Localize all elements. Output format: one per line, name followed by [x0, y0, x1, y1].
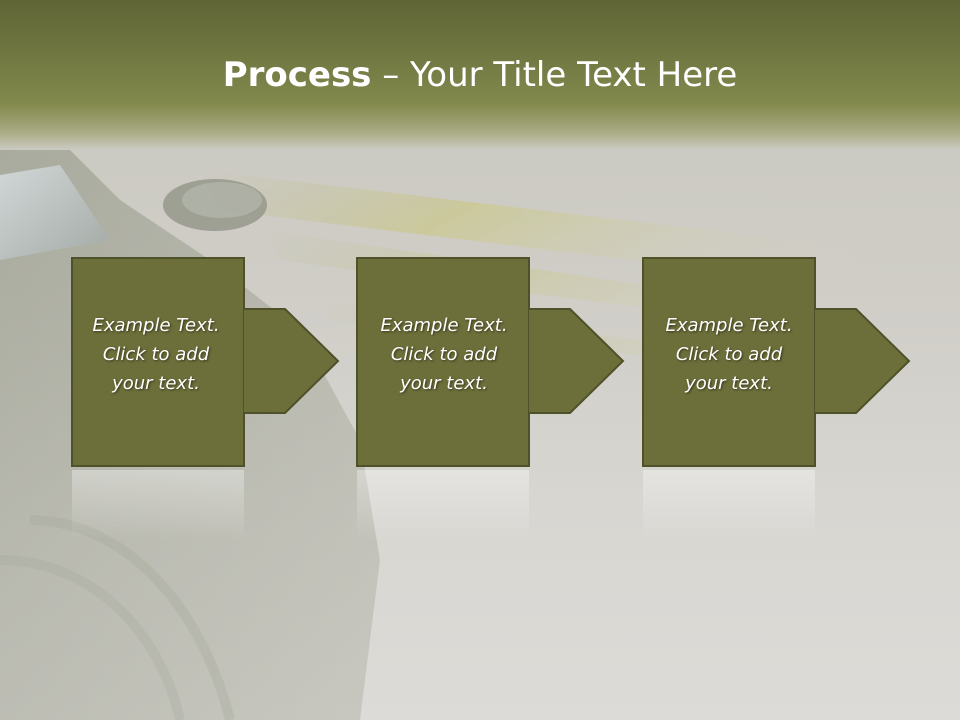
step-box[interactable]: [642, 257, 816, 467]
title-rest-part: – Your Title Text Here: [371, 55, 738, 95]
step-reflection: [643, 470, 815, 540]
arrow-right-icon[interactable]: [815, 308, 911, 414]
process-step-2[interactable]: [356, 257, 625, 540]
step-reflection: [357, 470, 529, 540]
arrow-fill: [244, 309, 338, 413]
step-1-text[interactable]: Example Text. Click to add your text.: [92, 315, 220, 394]
step-box[interactable]: [71, 257, 245, 467]
arrow-right-icon[interactable]: [529, 308, 625, 414]
process-step-1[interactable]: [71, 257, 340, 540]
step-reflection: [72, 470, 244, 540]
step-2-text[interactable]: Example Text. Click to add your text.: [380, 315, 508, 394]
title-band: [0, 0, 960, 150]
slide-title[interactable]: Process – Your Title Text Here: [0, 52, 960, 98]
step-3-text[interactable]: Example Text. Click to add your text.: [665, 315, 793, 394]
arrow-fill: [815, 309, 909, 413]
arrow-fill: [529, 309, 623, 413]
process-step-3[interactable]: [642, 257, 911, 540]
arrow-right-icon[interactable]: [244, 308, 340, 414]
step-box[interactable]: [356, 257, 530, 467]
title-bold-part: Process: [222, 55, 372, 95]
